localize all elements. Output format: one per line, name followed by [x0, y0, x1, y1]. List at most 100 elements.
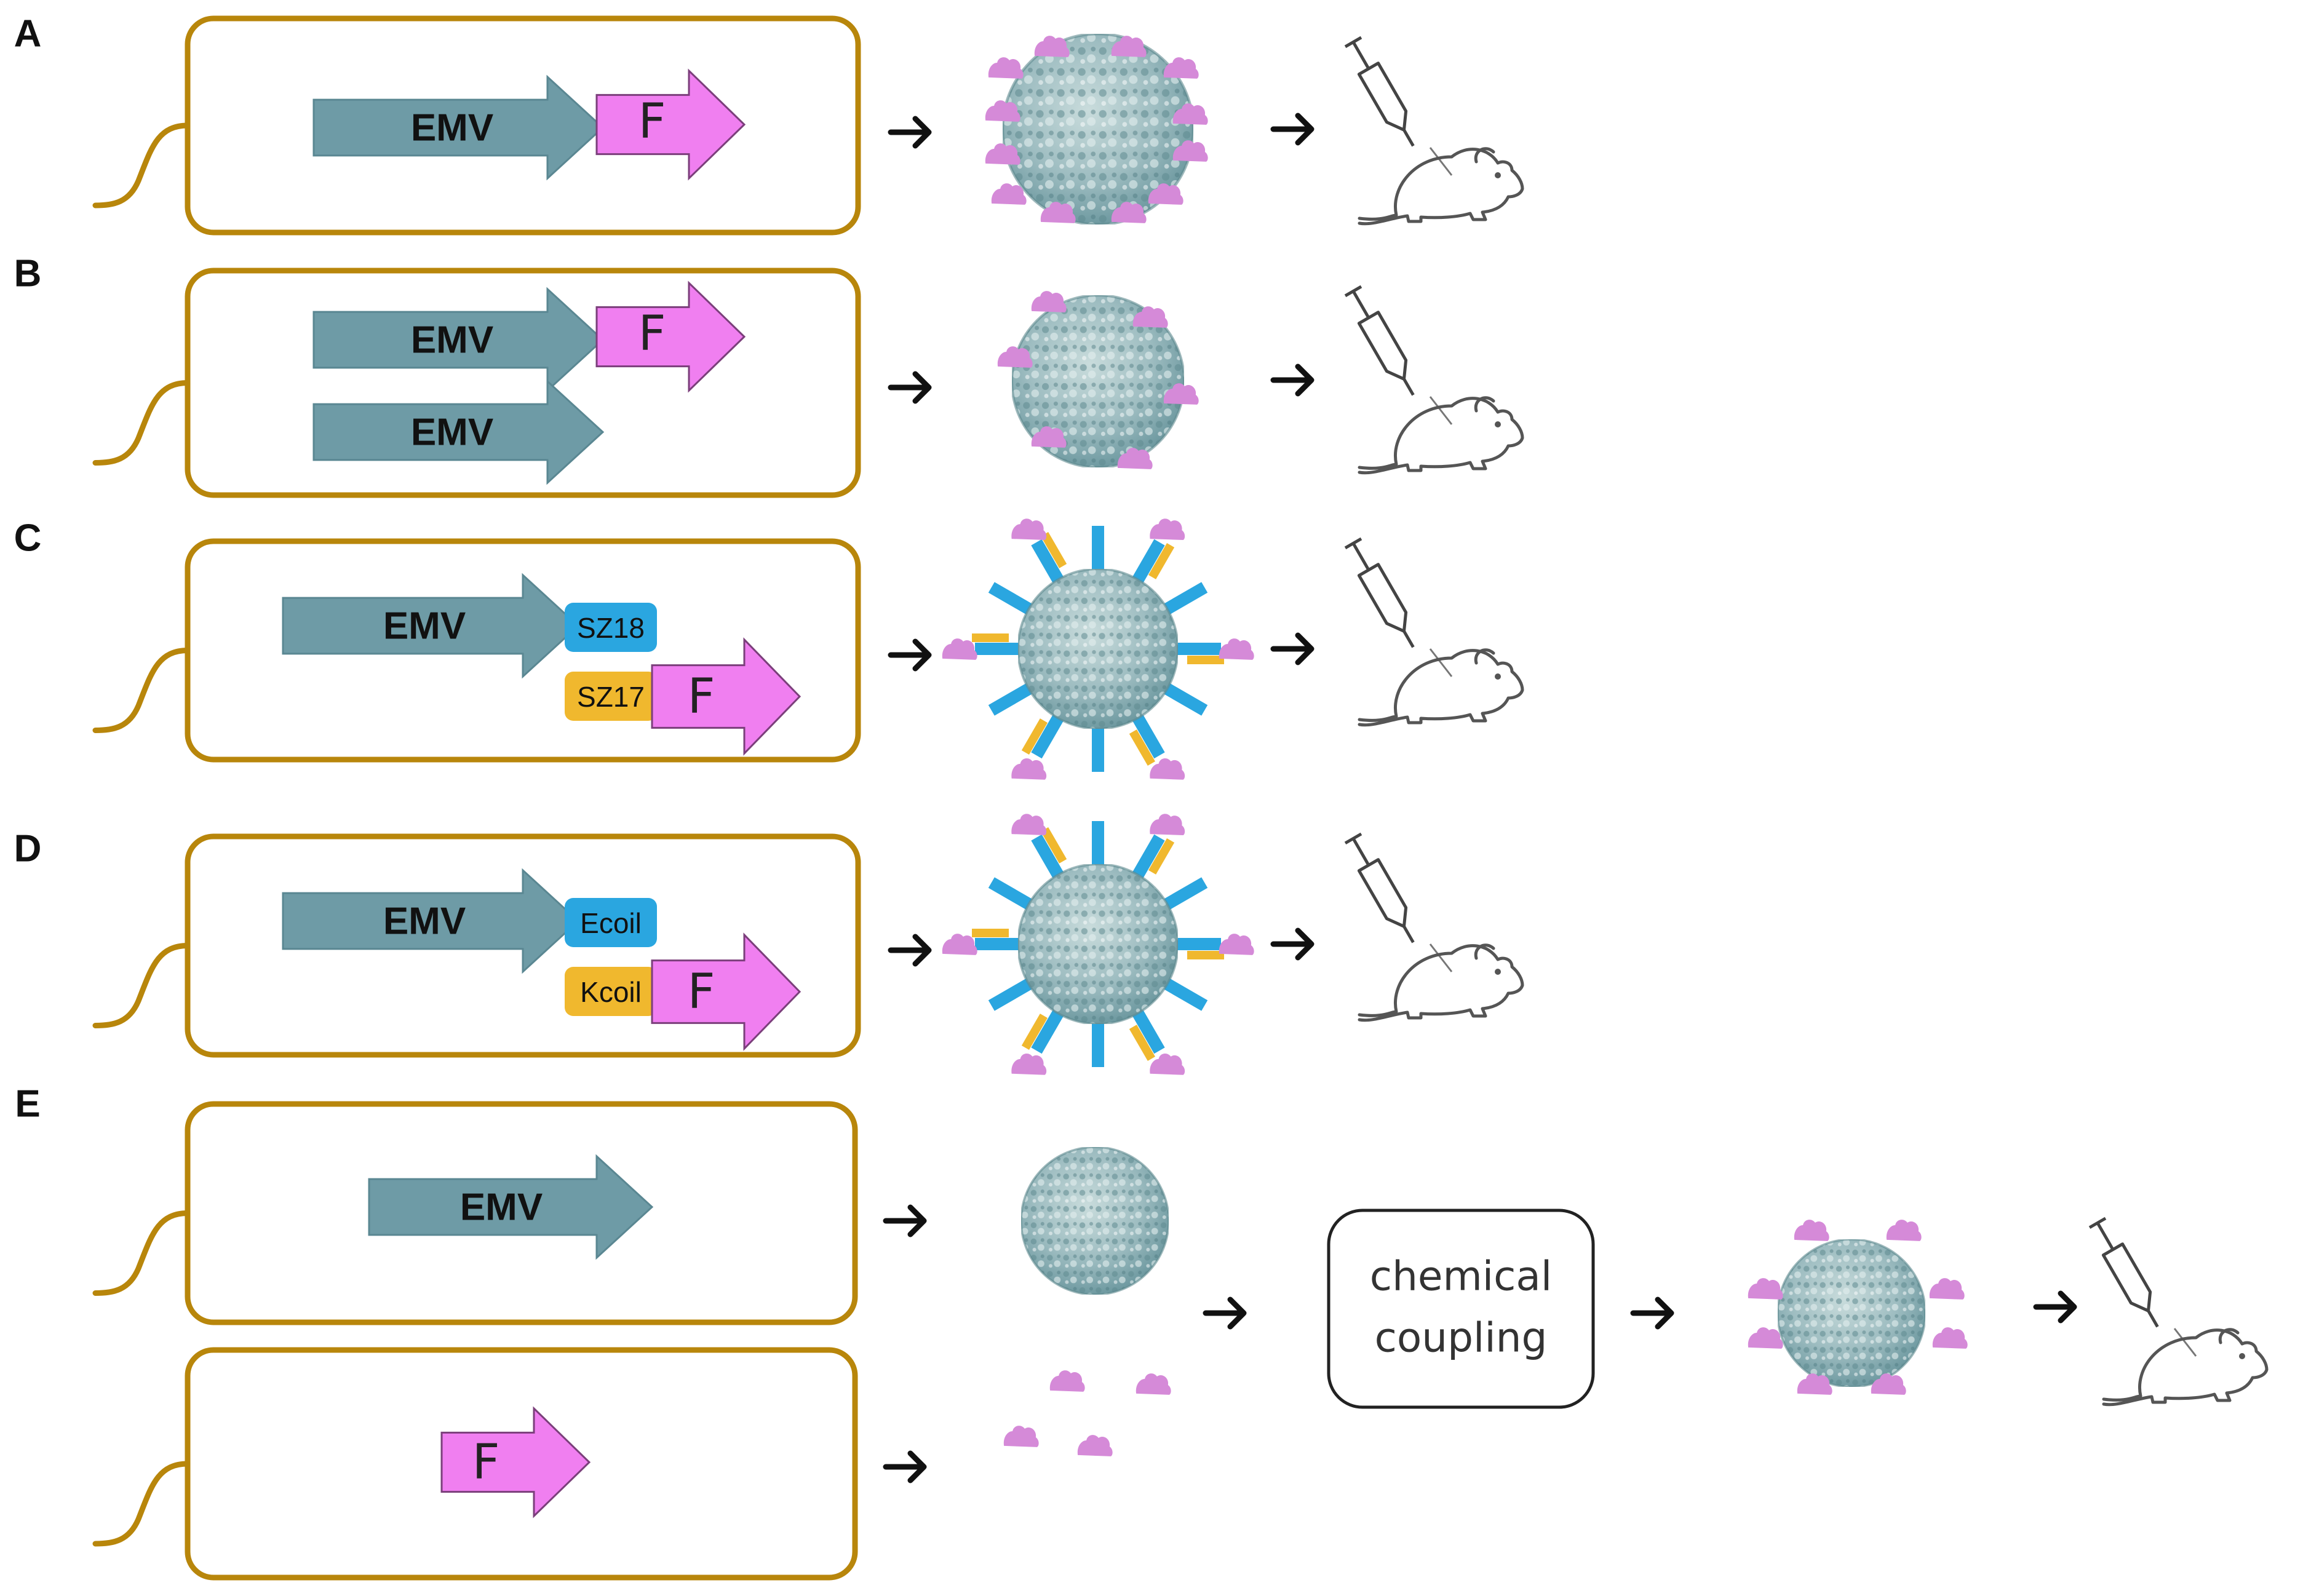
antigen-icon [1150, 814, 1185, 836]
emv-gene-arrow [312, 287, 605, 393]
linker-spike [1129, 709, 1165, 759]
arrow-right-icon [1630, 1296, 1674, 1330]
syringe-icon [1344, 285, 1453, 425]
linker-spike [1129, 539, 1165, 589]
f-gene-label: F [688, 669, 715, 725]
flagellum-icon [92, 1461, 191, 1547]
mouse-icon [1358, 943, 1524, 1022]
arrow-right-icon [888, 116, 932, 149]
antigen-icon [1748, 1327, 1783, 1349]
cell-container [185, 268, 861, 498]
linker-spike [1031, 539, 1067, 589]
emv-gene-label: EMV [383, 605, 466, 648]
antigen-icon [1003, 1426, 1039, 1447]
linker-spike [1129, 834, 1165, 884]
arrow-right-icon [888, 934, 932, 967]
arrow-right-icon [2033, 1290, 2077, 1324]
linker-tag-1-label: Ecoil [580, 907, 642, 939]
arrow-right-icon [883, 1450, 927, 1483]
linker-partner [1021, 718, 1048, 755]
chemical-coupling-box [1327, 1209, 1595, 1409]
linker-spike [1158, 877, 1208, 913]
antigen-icon [1077, 1435, 1113, 1456]
emv-gene-label: EMV [411, 107, 493, 149]
linker-partner [1148, 838, 1175, 875]
antigen-icon [1150, 1053, 1185, 1075]
emv-gene-label: EMV [383, 900, 466, 943]
emv-gene-arrow [282, 573, 580, 679]
flagellum-icon [92, 648, 191, 733]
antigen-icon [1031, 291, 1067, 312]
panel-letter: E [15, 1083, 40, 1126]
arrow-right-icon [1270, 363, 1315, 397]
emv-gene-label: EMV [411, 319, 493, 362]
mouse-icon [1358, 147, 1524, 226]
virus-like-particle-icon [1021, 1147, 1169, 1295]
f-gene-arrow [651, 932, 801, 1051]
virus-like-particle-icon [1018, 569, 1178, 729]
arrow-right-icon [1270, 113, 1315, 146]
antigen-icon [1794, 1220, 1829, 1241]
panel-letter: B [14, 253, 42, 295]
linker-spike [1129, 1004, 1165, 1054]
linker-partner [1021, 1014, 1048, 1050]
panel-a: A EMV F [14, 13, 1524, 236]
linker-spike [988, 877, 1038, 913]
emv-gene-label: EMV [460, 1186, 543, 1229]
f-gene-arrow [595, 280, 746, 393]
mouse-icon [2102, 1328, 2269, 1407]
syringe-icon [2088, 1217, 2197, 1357]
arrow-right-icon [1203, 1296, 1247, 1330]
linker-partner [1129, 729, 1155, 766]
linker-spike [1158, 680, 1208, 716]
chemical-coupling-line1: chemical [1370, 1253, 1552, 1300]
virus-like-particle-icon [1778, 1239, 1925, 1387]
arrow-right-icon [1270, 927, 1315, 961]
antigen-icon [1150, 758, 1185, 780]
linker-partner [1129, 1025, 1155, 1062]
virus-like-particle-icon [1018, 864, 1178, 1024]
panel-letter: D [14, 828, 42, 870]
linker-tag-2 [565, 672, 657, 721]
syringe-icon [1344, 832, 1453, 972]
flagellum-icon [92, 1210, 191, 1296]
emv-gene-label-2: EMV [411, 411, 493, 454]
linker-partner [1041, 827, 1067, 864]
antigen-icon [1163, 57, 1199, 79]
linker-spike [1031, 1004, 1067, 1054]
antigen-icon [1219, 638, 1254, 660]
linker-tag-2-label: Kcoil [580, 976, 642, 1008]
linker-tag-1-label: SZ18 [577, 612, 645, 644]
linker-spike [988, 975, 1038, 1011]
panel-letter: C [14, 517, 42, 560]
emv-gene-arrow [282, 868, 580, 974]
mouse-icon [1358, 648, 1524, 727]
flagellum-icon [92, 943, 191, 1028]
arrow-right-icon [883, 1204, 927, 1237]
chemical-coupling-line2: coupling [1375, 1314, 1548, 1362]
antigen-icon [1748, 1278, 1783, 1300]
panel-letter: A [14, 13, 42, 55]
antigen-icon [1136, 1373, 1171, 1395]
linker-spike [1158, 975, 1208, 1011]
linker-tag-2-label: SZ17 [577, 681, 645, 713]
antigen-icon [1011, 1053, 1047, 1075]
linker-spike [988, 582, 1038, 617]
arrow-right-icon [888, 638, 932, 672]
linker-tag-1 [565, 603, 657, 652]
antigen-icon [1219, 934, 1254, 955]
emv-gene-arrow [312, 74, 605, 181]
emv-gene-arrow-2 [312, 379, 605, 485]
antigen-icon [1011, 758, 1047, 780]
f-gene-arrow [440, 1406, 591, 1519]
emv-gene-arrow [368, 1154, 654, 1260]
f-gene-label: F [638, 94, 666, 149]
antigen-icon [1932, 1327, 1968, 1349]
f-gene-label: F [688, 964, 715, 1020]
linker-partner [1148, 542, 1175, 579]
